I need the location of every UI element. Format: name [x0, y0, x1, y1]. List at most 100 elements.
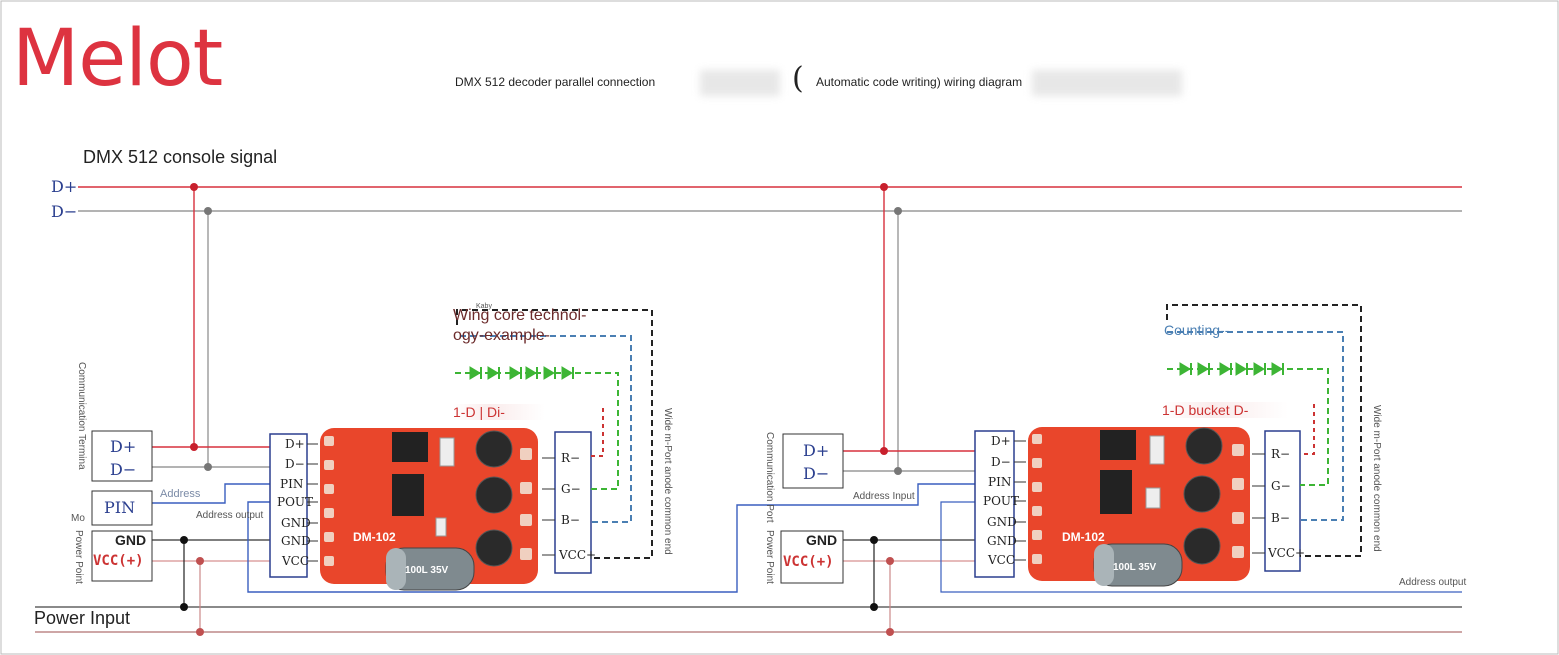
left-pad	[324, 556, 334, 566]
left-pin-2: PIN	[280, 477, 304, 491]
left-comm-label: Communication Termina	[76, 362, 87, 470]
right-address-output-label: Address output	[1399, 577, 1467, 588]
right-one-d-label: 1-D bucket D-	[1162, 402, 1289, 418]
right-inductor	[1183, 527, 1221, 565]
left-one-d-label: 1-D | Di-	[453, 404, 545, 420]
counting-label: Counting--	[1164, 322, 1230, 338]
right-out-pin-1: G−	[1271, 479, 1291, 493]
right-pad	[1032, 482, 1042, 492]
junction-dot	[190, 443, 198, 451]
left-mo-label: Mo	[71, 513, 85, 524]
left-ic-chip	[392, 432, 428, 462]
left-pin-label: PIN	[104, 498, 136, 517]
right-pin-2: PIN	[988, 475, 1012, 489]
left-pin-6: VCC	[282, 554, 310, 568]
address-chain-line	[247, 483, 975, 593]
blur-patch	[1032, 70, 1182, 96]
left-pad	[520, 448, 532, 460]
left-pad	[520, 548, 532, 560]
right-out-pin-0: R−	[1271, 447, 1291, 461]
right-pin-4: GND	[987, 515, 1017, 529]
right-pad	[1032, 458, 1042, 468]
right-inductor	[1183, 475, 1221, 513]
left-pin-0: D+	[285, 437, 305, 451]
right-component	[1145, 487, 1161, 509]
right-pin-0: D+	[991, 434, 1011, 448]
left-vcc-label: VCC(+)	[93, 553, 144, 569]
right-terminal-dminus: D−	[803, 464, 830, 483]
right-vcc-label: VCC(+)	[783, 554, 834, 570]
left-comm-terminal	[91, 430, 153, 482]
right-pad	[1232, 478, 1244, 490]
left-pad	[520, 482, 532, 494]
left-address-line	[152, 483, 270, 504]
right-vcc-dashed	[1166, 304, 1362, 557]
right-gnd-label: GND	[806, 532, 838, 548]
left-out-pin-3: VCC+	[559, 548, 597, 562]
left-pad	[324, 460, 334, 470]
right-pad	[1032, 506, 1042, 516]
right-address-output-line	[940, 501, 1462, 593]
left-vcc-dashed	[456, 309, 653, 559]
left-pin-terminal	[91, 490, 153, 526]
brand-logo: Melot	[12, 14, 223, 104]
left-gnd-label: GND	[115, 532, 147, 548]
left-power-label: Power Point	[73, 530, 84, 584]
left-pin-4: GND	[281, 516, 311, 530]
junction-dot	[870, 536, 878, 544]
left-ic-chip	[392, 474, 424, 516]
left-blue-dashed	[460, 335, 632, 523]
left-pad	[324, 436, 334, 446]
left-out-pin-2: B−	[561, 513, 580, 527]
left-terminal-dminus: D−	[110, 460, 137, 479]
left-pad	[324, 508, 334, 518]
left-pad	[520, 514, 532, 526]
left-red-dashed	[591, 408, 604, 457]
junction-dot	[886, 557, 894, 565]
junction-dot	[180, 536, 188, 544]
left-pin-5: GND	[281, 534, 311, 548]
right-pin-5: GND	[987, 534, 1017, 548]
left-inductor	[475, 476, 513, 514]
left-pin-3: POUT	[277, 495, 314, 509]
left-input-connector	[269, 433, 308, 578]
bus-dplus-label: D+	[51, 177, 78, 196]
right-out-pin-2: B−	[1271, 511, 1290, 525]
diagram-title-left: DMX 512 decoder parallel connection	[455, 75, 656, 89]
junction-dot	[886, 628, 894, 636]
right-component	[1149, 435, 1165, 465]
junction-dot	[204, 207, 212, 215]
right-board-label: DM-102	[1062, 530, 1105, 544]
right-blue-dashed	[1167, 331, 1344, 521]
right-comm-label: Communication Port	[764, 432, 775, 523]
left-capacitor-cap	[386, 548, 406, 590]
diagram-title-right: Automatic code writing) wiring diagram	[816, 75, 1023, 89]
left-cap-label: 100L 35V	[405, 565, 449, 576]
right-pad	[1032, 554, 1042, 564]
power-input-label: Power Input	[34, 608, 131, 628]
right-input-connector	[974, 430, 1015, 578]
right-out-pin-3: VCC+	[1268, 546, 1306, 560]
junction-dot	[894, 467, 902, 475]
right-red-dashed	[1300, 404, 1315, 455]
left-address-output-label: Address output	[196, 510, 264, 521]
junction-dot	[894, 207, 902, 215]
pin-stubs	[307, 440, 1265, 562]
right-power-terminal	[780, 530, 844, 584]
left-wide-port-label: Wide m-Port anode common end	[662, 408, 673, 555]
left-power-terminal	[91, 530, 153, 582]
wing-core-label: Wing core technol- ogy-example-	[453, 307, 587, 344]
right-terminal-dplus: D+	[803, 441, 830, 460]
left-output-connector	[554, 431, 592, 574]
left-terminal-dplus: D+	[110, 437, 137, 456]
right-power-label: Power Point	[764, 530, 775, 584]
right-capacitor-cap	[1094, 544, 1114, 586]
right-pad	[1232, 546, 1244, 558]
left-pin-1: D−	[285, 457, 305, 471]
junction-dot	[196, 557, 204, 565]
left-component	[439, 437, 455, 467]
right-pad	[1032, 434, 1042, 444]
junction-dot	[204, 463, 212, 471]
